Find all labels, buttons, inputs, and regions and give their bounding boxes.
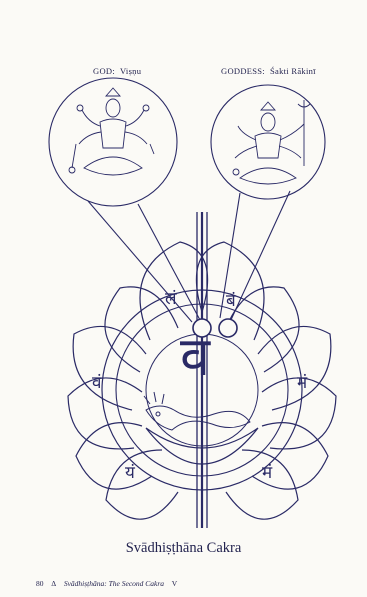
petal-syllable-right: मं: [297, 370, 307, 393]
chapter-title: Svādhiṣṭhāna: The Second Cakra: [64, 579, 164, 588]
footer-separator-icon: ∆: [51, 579, 56, 588]
page-number: 80: [36, 579, 44, 588]
petal-syllable-bottom-right: मं: [262, 460, 272, 483]
petal-syllable-left: वं: [92, 370, 101, 393]
vishnu-figure: [69, 88, 154, 175]
petal-syllable-top-left: लं: [165, 286, 177, 309]
petal-syllable-bottom-left: यं: [125, 460, 135, 483]
rakini-figure: [233, 100, 310, 184]
page-footer: 80 ∆ Svādhiṣṭhāna: The Second Cakra V: [36, 579, 183, 588]
petal-syllable-top-right: बं: [226, 288, 236, 311]
bija-mantra: व: [180, 330, 210, 384]
section-number: V: [172, 579, 177, 588]
vishnu-circle: [49, 78, 177, 206]
figure-caption: Svādhiṣṭhāna Cakra: [0, 540, 367, 557]
